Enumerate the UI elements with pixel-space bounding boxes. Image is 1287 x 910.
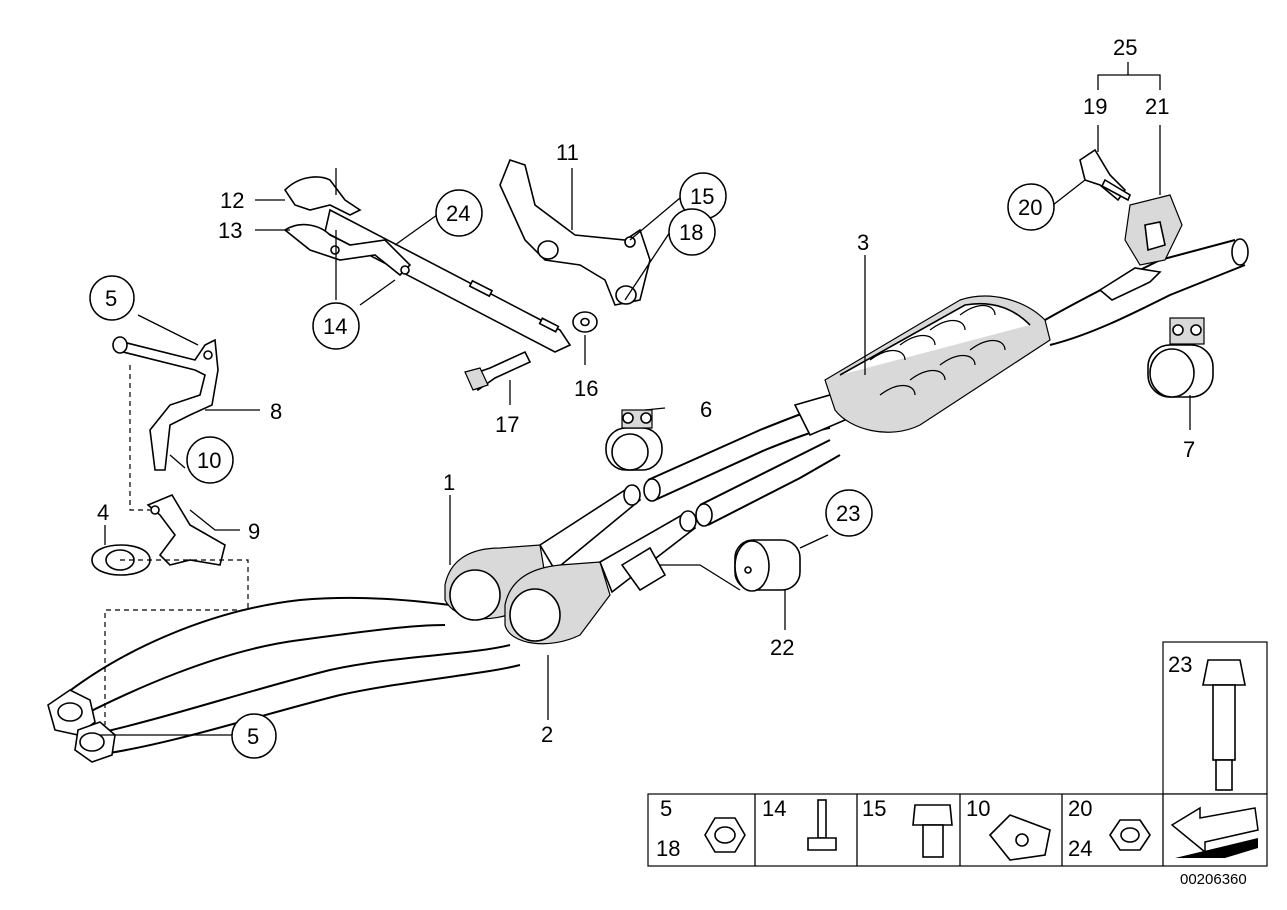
- catalytic-converter-upper: [444, 484, 642, 621]
- bracket-part-11: [499, 159, 651, 306]
- screw-icon: [807, 799, 837, 851]
- legend-label-15: 15: [862, 796, 886, 821]
- catalytic-converter-lower: [504, 510, 697, 645]
- label-10: 10: [197, 448, 221, 473]
- label-20: 20: [1018, 195, 1042, 220]
- bracket-part-8: [112, 336, 219, 471]
- legend-label-14: 14: [762, 796, 786, 821]
- label-11: 11: [556, 140, 579, 165]
- clip-nut-icon: [988, 814, 1051, 861]
- legend-label-24: 24: [1068, 836, 1092, 861]
- flange-nut-icon: [704, 817, 746, 853]
- label-22: 22: [770, 635, 794, 660]
- rubber-part-21: [1124, 194, 1183, 266]
- legend-label-18: 18: [656, 836, 680, 861]
- legend-label-20: 20: [1068, 796, 1092, 821]
- label-5-top: 5: [105, 286, 117, 311]
- label-9: 9: [248, 519, 260, 544]
- label-23: 23: [836, 501, 860, 526]
- bracket-part-9: [146, 493, 226, 566]
- hex-nut-icon: [1109, 819, 1151, 851]
- label-15: 15: [690, 184, 714, 209]
- callout-labels: 1 2 3 4 5 5 6 7 8 9 10 11 12 13 14 15 16…: [89, 35, 1195, 759]
- shoulder-bolt-icon: [1202, 659, 1246, 791]
- label-24: 24: [446, 201, 470, 226]
- front-pipe-assembly: [47, 596, 521, 763]
- label-13: 13: [218, 218, 242, 243]
- centre-pipe: [643, 394, 847, 527]
- reference-number: 00206360: [1180, 871, 1247, 888]
- legend-label-5: 5: [660, 796, 672, 821]
- hex-bolt-icon: [912, 804, 953, 858]
- center-silencer: [824, 238, 1249, 433]
- label-8: 8: [270, 399, 282, 424]
- label-6: 6: [700, 397, 712, 422]
- label-17: 17: [495, 412, 519, 437]
- clamp-part-7: [1147, 317, 1214, 398]
- bracket-part-24: [283, 176, 572, 353]
- label-25: 25: [1113, 35, 1137, 60]
- label-12: 12: [220, 188, 244, 213]
- label-2: 2: [541, 722, 553, 747]
- label-16: 16: [574, 376, 598, 401]
- legend-label-23: 23: [1168, 652, 1192, 677]
- label-4: 4: [97, 500, 109, 525]
- rubber-mount-part-22: [734, 539, 801, 592]
- hardware-legend: 5 18 14 15 10 20 24: [647, 641, 1268, 867]
- label-5-bottom: 5: [247, 724, 259, 749]
- clamp-part-6: [605, 409, 663, 471]
- hanger-part-19: [1079, 148, 1131, 202]
- label-21: 21: [1145, 94, 1169, 119]
- direction-arrow-icon: [1170, 806, 1259, 858]
- label-7: 7: [1183, 437, 1195, 462]
- label-18: 18: [679, 220, 703, 245]
- bolt-part-17: [464, 350, 532, 392]
- label-19: 19: [1083, 94, 1107, 119]
- label-3: 3: [857, 230, 869, 255]
- legend-label-10: 10: [966, 796, 990, 821]
- label-1: 1: [443, 470, 455, 495]
- label-14: 14: [323, 314, 347, 339]
- leader-lines: [100, 62, 1191, 736]
